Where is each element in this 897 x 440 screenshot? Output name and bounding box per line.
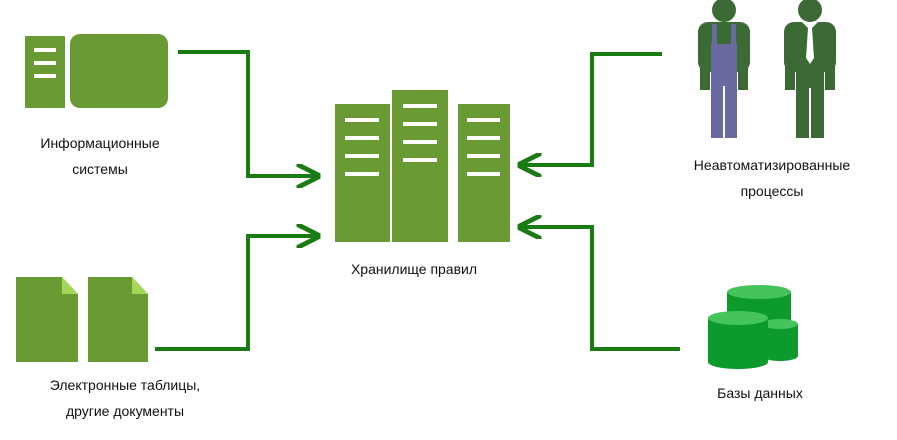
label-line: Электронные таблицы,	[49, 377, 201, 393]
label-line: системы	[72, 161, 128, 177]
connectors	[155, 50, 680, 351]
label-line: Базы данных	[717, 385, 803, 401]
documents-icon	[16, 277, 148, 362]
label-line: Неавтоматизированные	[693, 157, 851, 173]
businessman-figure	[784, 0, 836, 138]
label-info-systems: Информационные системы	[20, 130, 180, 182]
computer-icon	[25, 34, 168, 108]
arrow-info-systems	[178, 50, 318, 176]
database-icon	[708, 285, 798, 369]
worker-figure	[698, 0, 750, 138]
server-rack-icon	[335, 90, 510, 242]
label-line: Информационные	[40, 135, 160, 151]
label-line: процессы	[740, 183, 804, 199]
label-manual-processes: Неавтоматизированные процессы	[672, 152, 872, 204]
center-label: Хранилище правил	[350, 261, 478, 277]
arrow-manual-processes	[520, 52, 662, 165]
arrow-databases	[520, 227, 680, 351]
label-center: Хранилище правил	[318, 256, 510, 282]
label-databases: Базы данных	[690, 380, 830, 406]
arrow-spreadsheets	[155, 236, 318, 351]
label-spreadsheets: Электронные таблицы, другие документы	[20, 372, 230, 424]
label-line: другие документы	[65, 403, 185, 419]
people-icon	[698, 0, 836, 138]
